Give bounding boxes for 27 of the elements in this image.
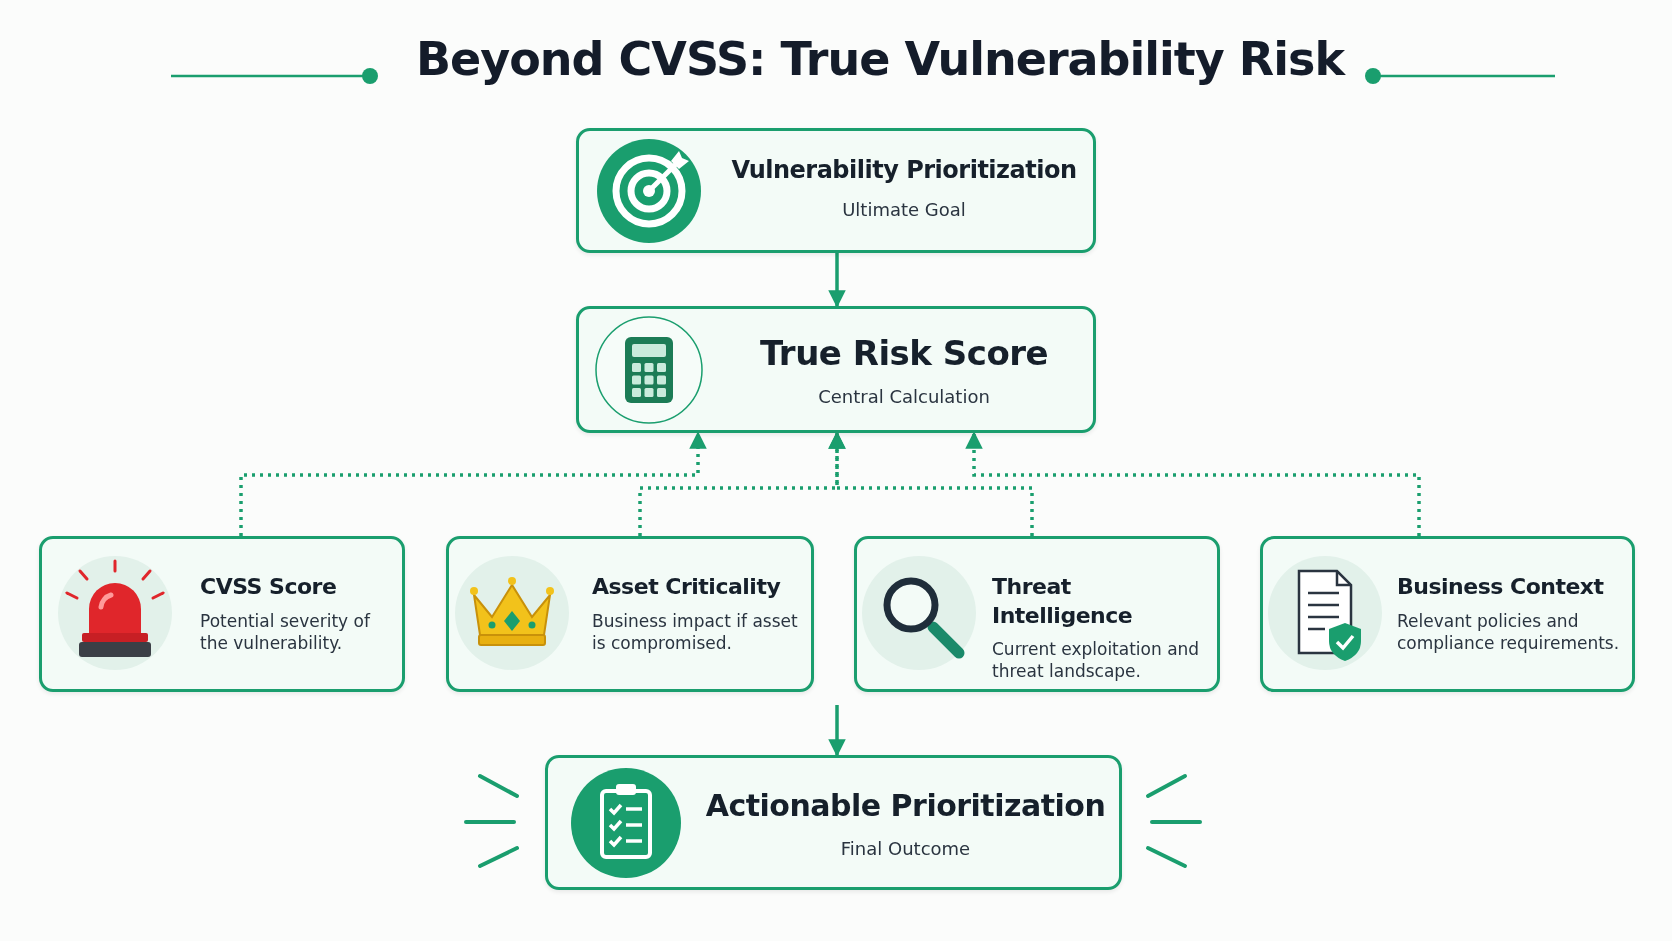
node-description: Relevant policies and compliance requirements.: [1397, 609, 1621, 654]
node-description: Current exploitation and threat landscape.: [992, 638, 1201, 683]
node-description: Ultimate Goal: [841, 198, 967, 222]
process-box: [576, 306, 1096, 433]
node-description: Final Outcome: [839, 837, 972, 861]
process-box: [854, 536, 1220, 692]
node-title: True Risk Score: [758, 332, 1050, 375]
node-description: Business impact if asset is compromised.: [592, 609, 799, 654]
process-box: [39, 536, 405, 692]
dashed-arrow: [828, 431, 1034, 536]
dashed-arrow: [965, 431, 1421, 536]
node-description: Potential severity of the vulnerability.: [200, 609, 372, 654]
node-title: Vulnerability Prioritization: [730, 155, 1078, 186]
node-title: Asset Criticality: [592, 573, 782, 601]
process-box: [545, 755, 1122, 890]
node-description: Central Calculation: [817, 385, 991, 409]
process-box: [1260, 536, 1635, 692]
node-title: Business Context: [1397, 573, 1605, 601]
node-title: Actionable Prioritization: [704, 787, 1107, 825]
process-box: [446, 536, 814, 692]
title: Beyond CVSS: True Vulnerability Risk: [415, 32, 1347, 86]
arrow: [828, 253, 846, 308]
process-box: [576, 128, 1096, 253]
node-title: Threat Intelligence: [992, 573, 1134, 630]
dashed-arrow: [239, 431, 707, 536]
node-title: CVSS Score: [200, 573, 338, 601]
arrow: [828, 705, 846, 757]
